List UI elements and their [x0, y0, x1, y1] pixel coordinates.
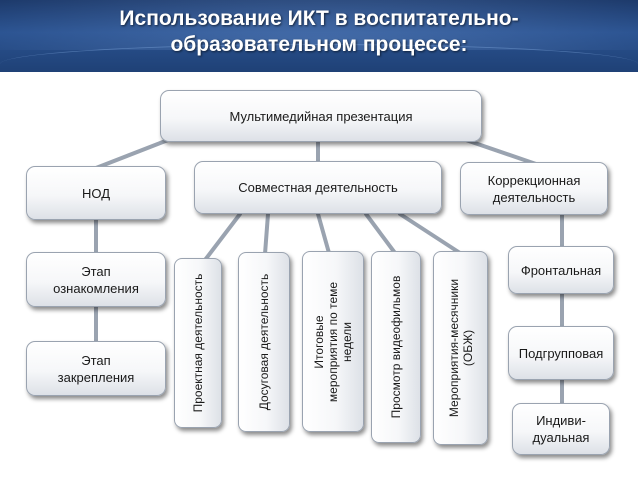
node-correction-activity-label-2: деятельность — [492, 189, 576, 205]
node-nod: НОД — [26, 166, 166, 220]
header-banner: Использование ИКТ в воспитательно- образ… — [0, 0, 638, 72]
node-monthly-events-label: Мероприятия-месячники (ОБЖ) — [447, 279, 475, 417]
node-multimedia-presentation: Мультимедийная презентация — [160, 90, 482, 142]
connector-root-nod — [94, 138, 170, 170]
node-final-events-text-2: мероприятия по теме — [326, 281, 340, 402]
node-project-activity: Проектная деятельность — [174, 258, 222, 428]
node-individual: Индиви- дуальная — [512, 403, 610, 455]
node-project-activity-text: Проектная деятельность — [191, 273, 205, 413]
node-leisure-activity: Досуговая деятельность — [238, 252, 290, 432]
node-final-events: Итоговые мероприятия по теме недели — [302, 251, 364, 432]
connector-joint-leisure — [263, 212, 270, 256]
connector-joint-video — [364, 212, 397, 255]
node-individual-label-1: Индиви- — [536, 413, 586, 428]
node-final-events-label: Итоговые мероприятия по теме недели — [312, 281, 354, 401]
connector-root-correction — [464, 138, 538, 166]
node-subgroup-label: Подгрупповая — [518, 345, 604, 361]
node-leisure-activity-label: Досуговая деятельность — [257, 274, 271, 411]
node-monthly-events: Мероприятия-месячники (ОБЖ) — [433, 251, 488, 445]
node-frontal: Фронтальная — [508, 246, 614, 294]
slide-title: Использование ИКТ в воспитательно- образ… — [0, 6, 638, 58]
node-monthly-events-text-1: Мероприятия-месячники — [446, 278, 461, 418]
node-subgroup: Подгрупповая — [508, 326, 614, 380]
node-video-viewing: Просмотр видеофильмов — [371, 251, 421, 443]
node-stage-consolidation-label-1: Этап — [81, 352, 111, 368]
node-multimedia-presentation-label: Мультимедийная презентация — [229, 108, 413, 124]
node-stage-familiarization-label-2: ознакомления — [53, 280, 139, 296]
node-leisure-activity-text: Досуговая деятельность — [257, 273, 271, 411]
connector-joint-project — [203, 212, 242, 262]
node-individual-label-2: дуальная — [532, 430, 590, 445]
node-stage-familiarization-label-1: Этап — [81, 263, 111, 279]
node-correction-activity-label-1: Коррекционная — [487, 172, 581, 188]
title-line-1: Использование ИКТ в воспитательно- — [119, 7, 519, 30]
node-video-viewing-text: Просмотр видеофильмов — [389, 275, 403, 419]
connector-joint-monthly — [398, 212, 462, 255]
title-line-2: образовательном процессе: — [170, 33, 468, 56]
node-final-events-text-3: недели — [340, 321, 354, 362]
node-joint-activity-label: Совместная деятельность — [238, 180, 398, 195]
node-stage-familiarization: Этап ознакомления — [26, 252, 166, 307]
node-monthly-events-text-2: (ОБЖ) — [460, 329, 475, 367]
node-final-events-text-1: Итоговые — [312, 314, 326, 369]
header-wave — [0, 44, 638, 72]
node-frontal-label: Фронтальная — [520, 262, 602, 278]
connector-joint-final — [316, 212, 331, 255]
node-correction-activity: Коррекционная деятельность — [460, 162, 608, 215]
node-joint-activity: Совместная деятельность — [194, 161, 442, 214]
node-project-activity-label: Проектная деятельность — [191, 274, 205, 413]
node-video-viewing-label: Просмотр видеофильмов — [389, 276, 403, 419]
header-shine — [0, 0, 638, 50]
node-stage-consolidation-label-2: закрепления — [57, 369, 135, 385]
node-nod-label: НОД — [81, 185, 111, 201]
node-stage-consolidation: Этап закрепления — [26, 341, 166, 396]
